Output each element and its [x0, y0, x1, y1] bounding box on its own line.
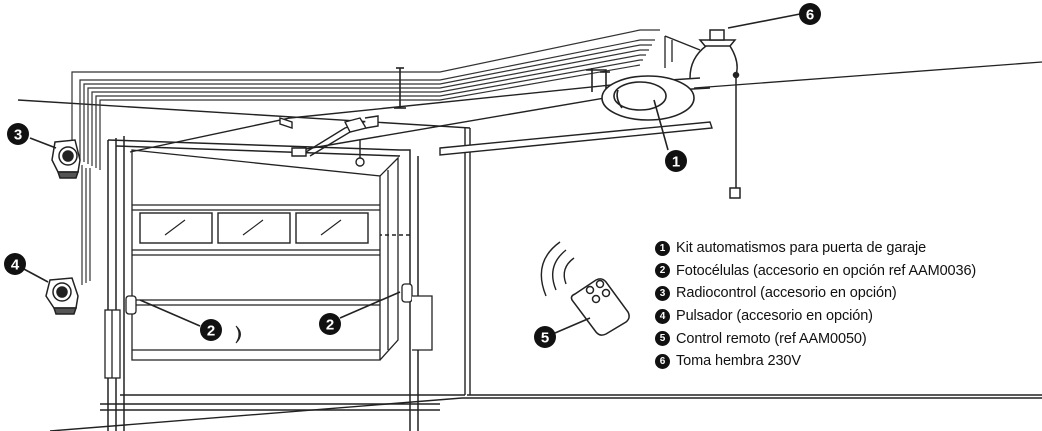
callout-4-leader — [21, 267, 49, 283]
legend-number-badge: 2 — [655, 263, 670, 279]
callout-6-leader — [727, 13, 801, 29]
legend-item-2: 2 Fotocélulas (accesorio en opción ref A… — [655, 260, 1040, 283]
callout-2a: 2 — [200, 319, 222, 341]
garage-door-panels — [131, 149, 399, 361]
svg-text:1: 1 — [672, 154, 680, 171]
door-frame — [100, 136, 440, 431]
opener-motor — [601, 75, 695, 121]
remote-control — [570, 278, 630, 336]
door-handle — [235, 325, 241, 344]
callout-2b-leader — [339, 291, 401, 319]
callout-2a-leader — [139, 299, 201, 327]
door-windows — [139, 212, 369, 244]
legend-label: Control remoto (ref AAM0050) — [676, 330, 867, 347]
legend: 1 Kit automatismos para puerta de garaje… — [655, 237, 1040, 373]
radiocontrol-device — [51, 139, 81, 179]
svg-text:5: 5 — [541, 330, 549, 347]
svg-text:6: 6 — [806, 7, 814, 24]
legend-label: Radiocontrol (accesorio en opción) — [676, 285, 897, 302]
callout-6: 6 — [799, 3, 821, 25]
photocell-left — [125, 295, 137, 315]
callout-1: 1 — [665, 150, 687, 172]
legend-number-badge: 6 — [655, 353, 670, 369]
callout-4: 4 — [4, 253, 26, 275]
push-button-device — [45, 277, 79, 315]
photocell-right — [401, 283, 433, 351]
svg-text:3: 3 — [14, 127, 22, 144]
callout-3: 3 — [7, 123, 29, 145]
callout-5-leader — [554, 317, 591, 334]
legend-item-6: 6 Toma hembra 230V — [655, 350, 1040, 373]
svg-text:4: 4 — [11, 257, 20, 274]
ceiling-wall — [664, 35, 1042, 89]
callout-3-leader — [29, 137, 57, 149]
legend-number-badge: 4 — [655, 308, 670, 324]
legend-item-1: 1 Kit automatismos para puerta de garaje — [655, 237, 1040, 260]
legend-label: Toma hembra 230V — [676, 353, 801, 370]
legend-item-5: 5 Control remoto (ref AAM0050) — [655, 327, 1040, 350]
legend-label: Pulsador (accesorio en opción) — [676, 308, 873, 325]
callout-2b: 2 — [319, 313, 341, 335]
legend-number-badge: 3 — [655, 285, 670, 301]
legend-item-4: 4 Pulsador (accesorio en opción) — [655, 305, 1040, 328]
callout-1-leader — [653, 99, 669, 151]
svg-text:2: 2 — [207, 323, 215, 340]
wall-outline — [17, 99, 1042, 431]
legend-number-badge: 5 — [655, 331, 670, 347]
legend-label: Kit automatismos para puerta de garaje — [676, 240, 927, 257]
ceiling-bracket — [394, 67, 610, 109]
signal-waves — [540, 241, 575, 297]
svg-text:2: 2 — [326, 317, 334, 334]
power-socket — [689, 29, 741, 199]
left-hinge — [104, 309, 121, 379]
legend-number-badge: 1 — [655, 240, 670, 256]
callout-5: 5 — [534, 326, 556, 348]
legend-label: Fotocélulas (accesorio en opción ref AAM… — [676, 262, 977, 279]
legend-item-3: 3 Radiocontrol (accesorio en opción) — [655, 282, 1040, 305]
wiring-bundle — [71, 29, 660, 285]
